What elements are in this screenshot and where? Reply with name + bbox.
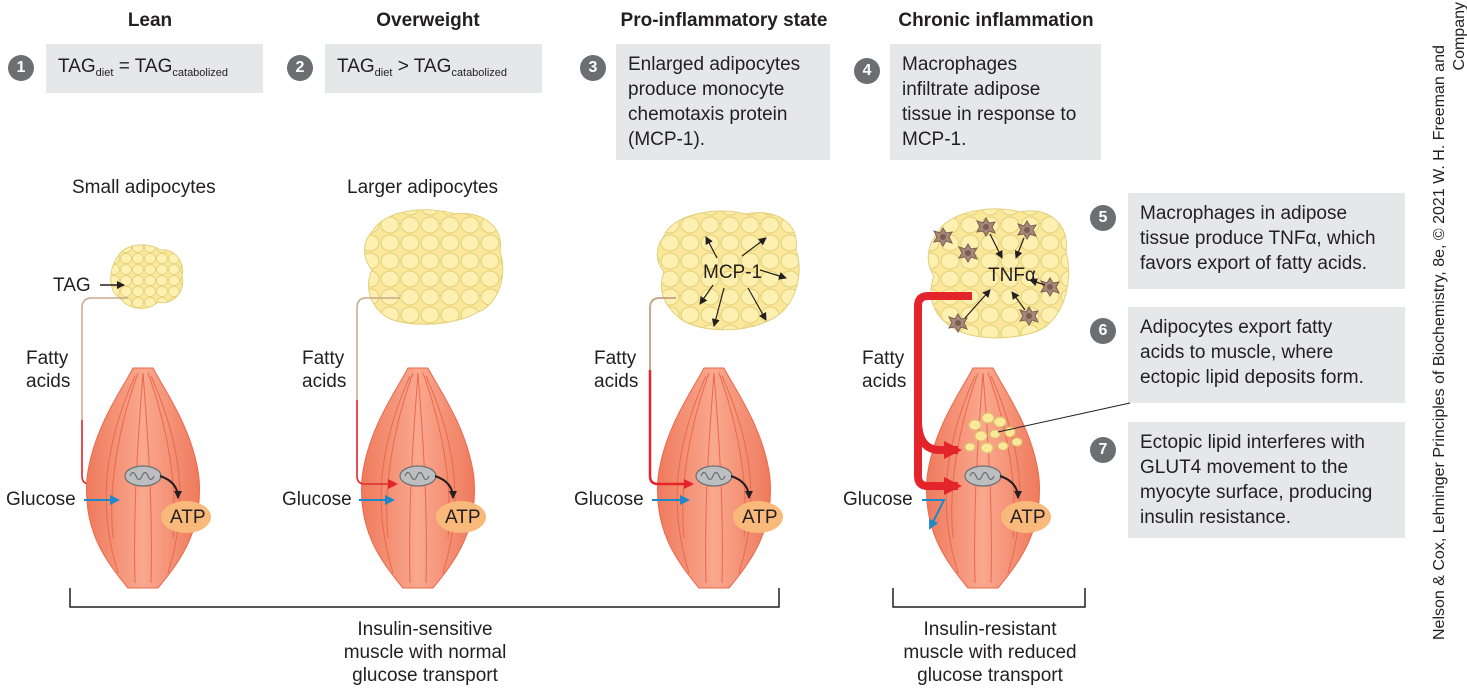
atp-label-overweight: ATP — [445, 507, 481, 528]
glucose-label-overweight: Glucose — [282, 489, 352, 510]
atp-label-proinflammatory: ATP — [742, 507, 778, 528]
step-5-line: Macrophages in adipose — [1140, 203, 1348, 224]
fatty-acids-label-proinflammatory: Fatty acids — [594, 348, 639, 392]
larger-adipocyte-cluster — [364, 209, 504, 325]
step-box-7: Ectopic lipid interferes with GLUT4 move… — [1128, 422, 1405, 538]
tag-equation-lean: TAGdiet = TAGcatabolized — [58, 56, 229, 79]
stage-title-chronic: Chronic inflammation — [898, 10, 1094, 31]
step-7-line: Ectopic lipid interferes with — [1140, 432, 1365, 453]
step-badge-4: 4 — [854, 58, 880, 84]
larger-adipocytes-label: Larger adipocytes — [347, 177, 499, 198]
step-3-line: chemotaxis protein — [628, 104, 788, 125]
small-adipocyte-cluster — [110, 244, 184, 309]
step-7-line: GLUT4 movement to the — [1140, 457, 1349, 478]
fatty-acids-label-overweight: Fatty acids — [302, 348, 347, 392]
small-adipocytes-label: Small adipocytes — [72, 177, 216, 198]
tag-balance-box-lean: TAGdiet = TAGcatabolized — [46, 44, 263, 93]
copyright-credit: Nelson & Cox, Lehninger Principles of Bi… — [1431, 2, 1467, 640]
step-badge-6: 6 — [1090, 318, 1116, 344]
bracket-sensitive — [69, 588, 780, 608]
step-3-line: (MCP-1). — [628, 129, 706, 150]
step-box-6: Adipocytes export fatty acids to muscle,… — [1128, 307, 1405, 403]
tag-label: TAG — [53, 275, 91, 296]
step-badge-5: 5 — [1090, 205, 1116, 231]
step-3-line: produce monocyte — [628, 79, 785, 100]
step-7-line: myocyte surface, producing — [1140, 482, 1373, 503]
mcp1-label: MCP-1 — [703, 262, 763, 283]
tag-balance-box-overweight: TAGdiet > TAGcatabolized — [325, 44, 542, 93]
step-box-3: Enlarged adipocytes produce monocyte che… — [616, 44, 830, 160]
fatty-acids-label-chronic: Fatty acids — [862, 348, 907, 392]
step-6-line: acids to muscle, where — [1140, 342, 1334, 363]
step-badge-3: 3 — [580, 55, 606, 81]
bracket-resistant — [892, 588, 1086, 608]
stage-title-lean: Lean — [127, 10, 173, 31]
step-5-line: favors export of fatty acids. — [1140, 253, 1368, 274]
step-3-line: Enlarged adipocytes — [628, 54, 801, 75]
step-4-line: MCP-1. — [902, 129, 967, 150]
glucose-label-proinflammatory: Glucose — [574, 489, 644, 510]
step-box-5: Macrophages in adipose tissue produce TN… — [1128, 193, 1405, 289]
tag-equation-overweight: TAGdiet > TAGcatabolized — [337, 56, 508, 79]
glucose-label-chronic: Glucose — [843, 489, 913, 510]
step-badge-2: 2 — [287, 55, 313, 81]
step-7-line: insulin resistance. — [1140, 507, 1292, 528]
stage-title-proinflammatory: Pro-inflammatory state — [620, 10, 828, 31]
tnf-alpha-label: TNFα — [988, 265, 1036, 286]
fatty-acids-label-lean: Fatty acids — [26, 348, 71, 392]
step-box-4: Macrophages infiltrate adipose tissue in… — [890, 44, 1101, 160]
step-4-line: infiltrate adipose — [902, 79, 1041, 100]
step-6-line: ectopic lipid deposits form. — [1140, 367, 1364, 388]
insulin-sensitive-caption: Insulin-sensitive muscle with normal glu… — [343, 619, 507, 686]
insulin-resistant-caption: Insulin-resistant muscle with reduced gl… — [903, 619, 1077, 686]
step-4-line: tissue in response to — [902, 104, 1077, 125]
atp-label-lean: ATP — [170, 507, 206, 528]
stage-title-overweight: Overweight — [376, 10, 480, 31]
step-4-line: Macrophages — [902, 54, 1018, 75]
step-badge-1: 1 — [8, 55, 34, 81]
inflamed-adipocyte-cluster — [927, 208, 1070, 339]
step-5-line: tissue produce TNFα, which — [1140, 228, 1376, 249]
step-badge-7: 7 — [1090, 437, 1116, 463]
step-6-line: Adipocytes export fatty — [1140, 317, 1333, 338]
atp-label-chronic: ATP — [1010, 507, 1046, 528]
glucose-label-lean: Glucose — [6, 489, 76, 510]
